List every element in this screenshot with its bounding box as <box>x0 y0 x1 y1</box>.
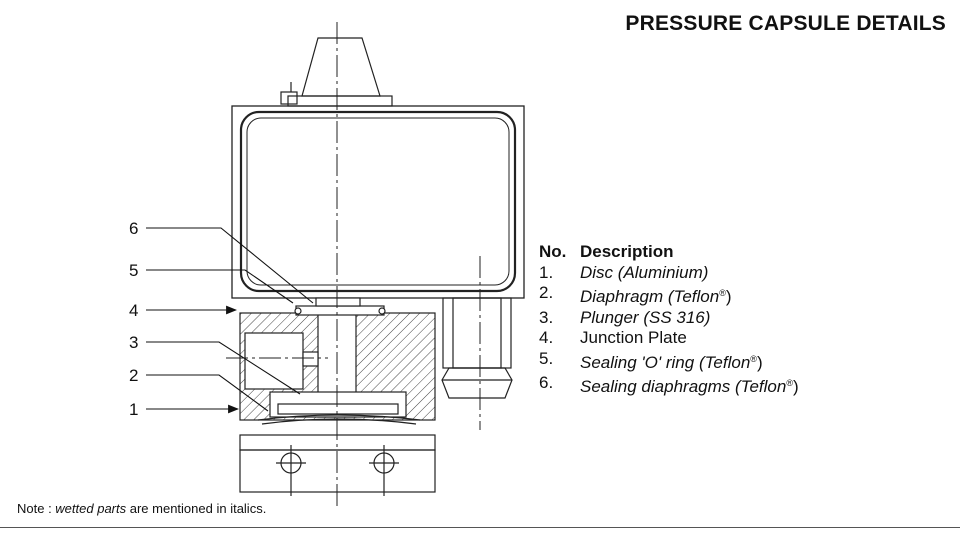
callout-numbers: 6 5 4 3 2 1 <box>129 219 138 419</box>
part-row-1: 1. Disc (Aluminium) <box>539 263 799 284</box>
part-number: 3. <box>539 307 554 327</box>
part-row-6: 6. Sealing diaphragms (Teflon®) <box>539 373 799 398</box>
part-description: Plunger (SS 316) <box>580 307 711 327</box>
part-number: 1. <box>539 262 554 282</box>
centre-lines <box>226 22 481 510</box>
part-description: Disc (Aluminium) <box>580 262 709 282</box>
callout-1: 1 <box>129 400 138 419</box>
leader-lines <box>146 227 314 414</box>
note-emphasis: wetted parts <box>55 501 127 516</box>
part-description: Sealing 'O' ring (Teflon®) <box>580 352 763 372</box>
part-row-3: 3. Plunger (SS 316) <box>539 308 799 329</box>
part-row-2: 2. Diaphragm (Teflon®) <box>539 283 799 308</box>
callout-6: 6 <box>129 219 138 238</box>
header-no: No. <box>539 242 567 261</box>
parts-list: No. Description 1. Disc (Aluminium) 2. D… <box>539 242 799 398</box>
solenoid-coil-housing <box>231 105 525 299</box>
part-description: Sealing diaphragms (Teflon®) <box>580 377 799 396</box>
footnote: Note : wetted parts are mentioned in ita… <box>17 501 266 516</box>
side-port-fitting <box>441 297 513 399</box>
part-number: 5. <box>539 348 554 368</box>
part-row-5: 5. Sealing 'O' ring (Teflon®) <box>539 349 799 374</box>
part-number: 4. <box>539 328 554 347</box>
callout-3: 3 <box>129 333 138 352</box>
registered-mark: ® <box>786 378 793 388</box>
note-suffix: are mentioned in italics. <box>126 501 267 516</box>
parts-list-header: No. Description <box>539 242 799 263</box>
registered-mark: ® <box>719 288 726 298</box>
diagram-title: PRESSURE CAPSULE DETAILS <box>625 12 946 35</box>
callout-2: 2 <box>129 366 138 385</box>
part-number: 6. <box>539 373 554 392</box>
registered-mark: ® <box>750 353 757 364</box>
callout-5: 5 <box>129 261 138 280</box>
note-prefix: Note : <box>17 501 56 516</box>
header-description: Description <box>580 242 674 261</box>
part-description: Diaphragm (Teflon®) <box>580 287 732 306</box>
part-number: 2. <box>539 283 554 302</box>
part-row-4: 4. Junction Plate <box>539 328 799 349</box>
bottom-divider <box>0 527 960 528</box>
callout-4: 4 <box>129 301 138 320</box>
part-description: Junction Plate <box>580 328 687 347</box>
